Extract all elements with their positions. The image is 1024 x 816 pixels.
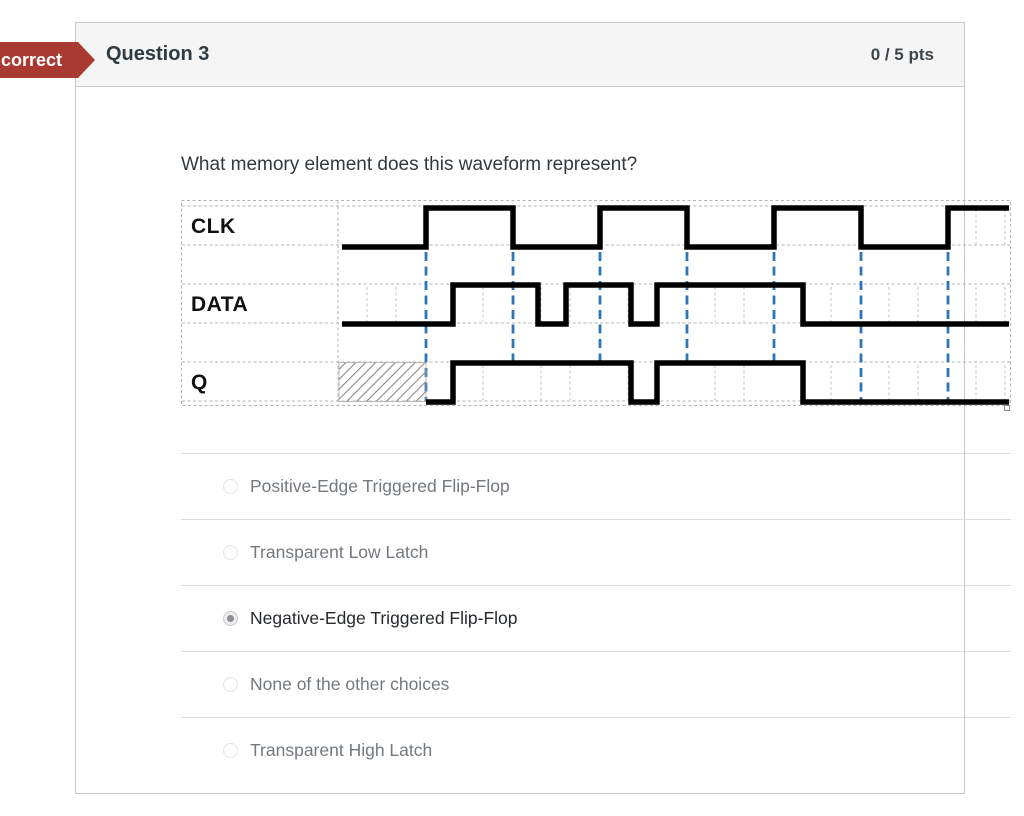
question-card: Question 3 0 / 5 pts What memory element…	[75, 22, 1011, 794]
resize-handle	[1004, 405, 1010, 411]
radio-button[interactable]	[223, 545, 238, 560]
signal-label-clk: CLK	[191, 215, 236, 238]
answer-option-2[interactable]: Negative-Edge Triggered Flip-Flop	[181, 585, 1011, 651]
radio-button[interactable]	[223, 479, 238, 494]
question-prompt: What memory element does this waveform r…	[181, 154, 638, 175]
question-points: 0 / 5 pts	[870, 44, 934, 64]
signal-label-q: Q	[191, 371, 208, 394]
waveform-figure: CLK DATA Q	[181, 200, 1011, 411]
answer-label: Positive-Edge Triggered Flip-Flop	[250, 476, 510, 496]
waveform-svg	[181, 200, 1011, 406]
answer-option-0[interactable]: Positive-Edge Triggered Flip-Flop	[181, 453, 1011, 519]
radio-dot	[227, 615, 234, 622]
answer-option-4[interactable]: Transparent High Latch	[181, 717, 1011, 783]
radio-button[interactable]	[223, 677, 238, 692]
radio-button[interactable]	[223, 743, 238, 758]
incorrect-flag-label: Incorrect	[0, 50, 62, 70]
answer-label: Transparent Low Latch	[250, 542, 429, 562]
radio-button-selected[interactable]	[223, 611, 238, 626]
question-header: Question 3 0 / 5 pts	[76, 23, 964, 87]
answer-label: Negative-Edge Triggered Flip-Flop	[250, 608, 518, 628]
answer-option-3[interactable]: None of the other choices	[181, 651, 1011, 717]
incorrect-flag-ribbon: Incorrect	[0, 42, 78, 78]
question-title: Question 3	[106, 43, 210, 65]
incorrect-flag-arrow	[78, 42, 95, 78]
answer-label: None of the other choices	[250, 674, 450, 694]
answer-label: Transparent High Latch	[250, 740, 433, 760]
signal-label-data: DATA	[191, 293, 249, 316]
answer-option-1[interactable]: Transparent Low Latch	[181, 519, 1011, 585]
